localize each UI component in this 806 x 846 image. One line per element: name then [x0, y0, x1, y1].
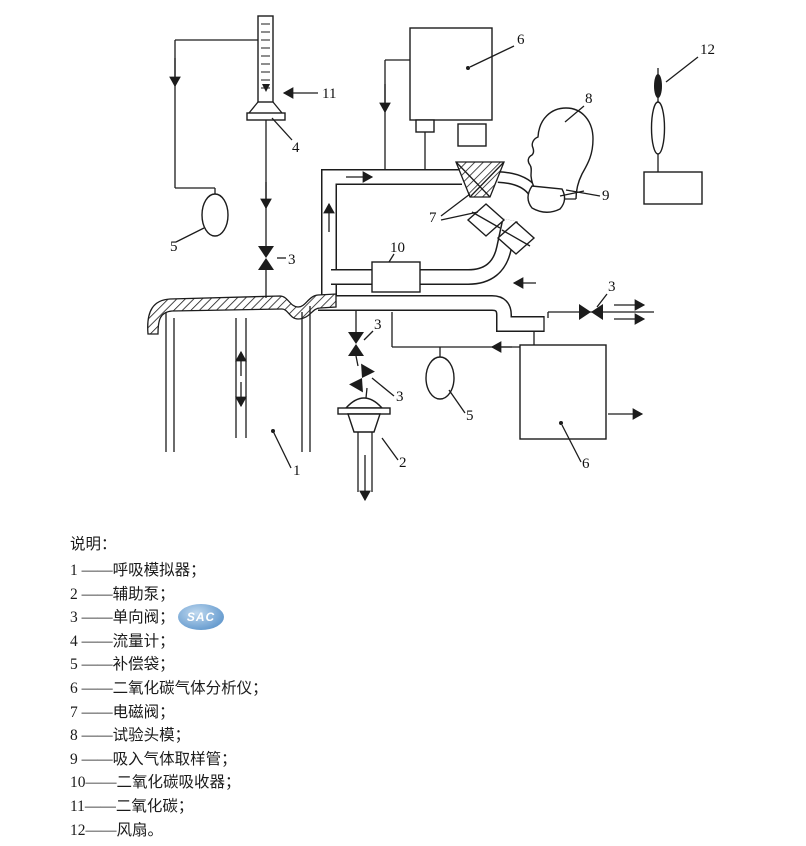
- diagram-label-simulator: 1: [293, 463, 301, 479]
- breathing-simulator: [147, 293, 337, 452]
- sac-watermark-logo: SAC: [178, 604, 224, 630]
- legend-item-2: 2 ——辅助泵；: [70, 585, 175, 603]
- legend-item-1: 1 ——呼吸模拟器；: [70, 562, 206, 579]
- diagram-label-analyzer-bottom: 6: [582, 456, 590, 472]
- legend-item-10: 10——二氧化碳吸收器；: [70, 774, 241, 792]
- fan: [643, 68, 703, 205]
- solenoid-valves: [455, 161, 536, 255]
- diagram-label-co2-supply: 11: [322, 86, 336, 102]
- legend-title: 说明：: [70, 536, 117, 553]
- check-valve-pump-upper: [348, 332, 364, 344]
- auxiliary-pump: [337, 397, 391, 502]
- pump-line-bottom: [365, 387, 368, 399]
- pump-dome: [344, 397, 384, 409]
- schematic-diagram: 11 4 5 3 6 8 9 12 7 10 3 3 5 1 2 6 3: [147, 15, 715, 502]
- diagram-labels: 11 4 5 3 6 8 9 12 7 10 3 3 5 1 2 6 3: [170, 32, 715, 479]
- legend-item-9: 9 ——吸入气体取样管；: [70, 750, 237, 768]
- mouth-mask: [527, 185, 566, 213]
- flow-meter: [246, 15, 318, 246]
- diagram-label-solenoid: 7: [429, 210, 437, 226]
- duct-network: [318, 169, 545, 332]
- co2-absorber: [371, 261, 421, 293]
- legend-list: 1 ——呼吸模拟器； 2 ——辅助泵； 3 ——单向阀； 4 ——流量计； 5 …: [70, 559, 268, 842]
- exhaust-circuit-right: [547, 299, 654, 325]
- legend-item-8: 8 ——试验头模；: [70, 727, 191, 745]
- compensating-bag-left: [201, 193, 229, 237]
- diagram-label-absorber: 10: [390, 240, 405, 256]
- diagram-label-fan: 12: [700, 42, 715, 58]
- check-valve-pump-lower: [349, 363, 375, 393]
- co2-feed-circuit: [169, 39, 258, 237]
- check-valve-right: [579, 304, 591, 320]
- legend: 说明： 1 ——呼吸模拟器； 2 ——辅助泵； 3 ——单向阀； 4 ——流量计…: [70, 533, 268, 842]
- legend-item-4: 4 ——流量计；: [70, 632, 175, 650]
- check-valve-left: [258, 246, 274, 298]
- test-head-form: [527, 107, 594, 213]
- funnel-valve: [455, 161, 505, 198]
- leader-dot: [559, 421, 563, 425]
- check-valve-right: [591, 304, 603, 320]
- diagram-label-valve-right: 3: [608, 279, 616, 295]
- diagram-label-valve-pump-upper: 3: [374, 317, 382, 333]
- diagram-label-flow-meter: 4: [292, 140, 300, 156]
- fan-blade-dark: [654, 74, 662, 98]
- analyzer-box: [409, 27, 493, 121]
- valve-diagonal: [501, 229, 531, 247]
- diagram-label-valve-left: 3: [288, 252, 296, 268]
- legend-item-5: 5 ——补偿袋；: [70, 656, 175, 674]
- fan-stand: [643, 171, 703, 205]
- check-valve-pump-upper: [348, 344, 364, 356]
- co2-analyzer-bottom: [519, 332, 644, 440]
- flow-meter-base: [246, 112, 286, 121]
- diagram-label-head: 8: [585, 91, 593, 107]
- analyzer-connector: [415, 119, 435, 133]
- diagram-label-bag-bottom: 5: [466, 408, 474, 424]
- flow-meter-flare: [248, 101, 283, 114]
- diagram-label-pump: 2: [399, 455, 407, 471]
- diagram-label-sampling-tube: 9: [602, 188, 610, 204]
- legend-item-7: 7 ——电磁阀；: [70, 703, 175, 721]
- legend-item-11: 11——二氧化碳；: [70, 797, 194, 815]
- funnel-cross-lines: [455, 161, 505, 198]
- diagram-label-analyzer-top: 6: [517, 32, 525, 48]
- diaphragm-band: [147, 293, 337, 335]
- legend-item-12: 12——风扇。: [70, 821, 164, 839]
- compensating-bag-bottom-circuit: [391, 312, 520, 400]
- pump-stack: [348, 311, 375, 399]
- sac-watermark-text: SAC: [186, 610, 216, 624]
- head-profile: [527, 107, 594, 200]
- valve-diagonal: [471, 211, 501, 229]
- diagram-label-valve-pump-lower: 3: [396, 389, 404, 405]
- leader-dot: [466, 66, 470, 70]
- co2-analyzer-top: [379, 27, 493, 169]
- flow-meter-float: [262, 84, 270, 92]
- duct-flow-arrows: [323, 171, 536, 289]
- pump-line-mid: [355, 355, 359, 367]
- legend-item-3: 3 ——单向阀；: [70, 609, 175, 627]
- fan-blade-outline: [650, 101, 666, 155]
- pump-body: [347, 413, 381, 433]
- analyzer-sensor: [457, 123, 487, 147]
- diagram-label-bag-left: 5: [170, 239, 178, 255]
- analyzer-box: [519, 344, 607, 440]
- leader-lines: [175, 45, 699, 469]
- legend-item-6: 6 ——二氧化碳气体分析仪；: [70, 679, 268, 697]
- pump-flange: [337, 407, 391, 415]
- compensating-bag-bottom: [425, 356, 455, 400]
